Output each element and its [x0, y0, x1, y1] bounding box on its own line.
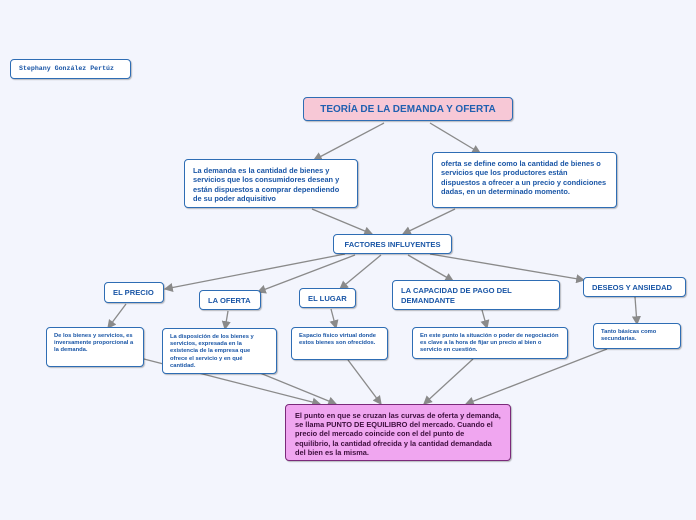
- place-node[interactable]: EL LUGAR: [299, 288, 356, 308]
- payment-capacity-detail-node[interactable]: En este punto la situación o poder de ne…: [412, 327, 568, 359]
- supply-node[interactable]: LA OFERTA: [199, 290, 261, 310]
- demand-definition-node[interactable]: La demanda es la cantidad de bienes y se…: [184, 159, 358, 208]
- central-topic[interactable]: TEORÍA DE LA DEMANDA Y OFERTA: [303, 97, 513, 121]
- price-detail-node[interactable]: De los bienes y servicios, es inversamen…: [46, 327, 144, 367]
- desires-detail-node[interactable]: Tanto básicas como secundarias.: [593, 323, 681, 349]
- author-label: Stephany González Pertúz: [10, 59, 131, 79]
- price-node[interactable]: EL PRECIO: [104, 282, 164, 303]
- supply-detail-node[interactable]: La disposición de los bienes y servicios…: [162, 328, 277, 374]
- place-detail-node[interactable]: Espacio físico virtual donde estos biene…: [291, 327, 388, 360]
- supply-definition-node[interactable]: oferta se define como la cantidad de bie…: [432, 152, 617, 208]
- factors-node[interactable]: FACTORES INFLUYENTES: [333, 234, 452, 254]
- equilibrium-node[interactable]: El punto en que se cruzan las curvas de …: [285, 404, 511, 461]
- desires-node[interactable]: DESEOS Y ANSIEDAD: [583, 277, 686, 297]
- payment-capacity-node[interactable]: LA CAPACIDAD DE PAGO DEL DEMANDANTE: [392, 280, 560, 310]
